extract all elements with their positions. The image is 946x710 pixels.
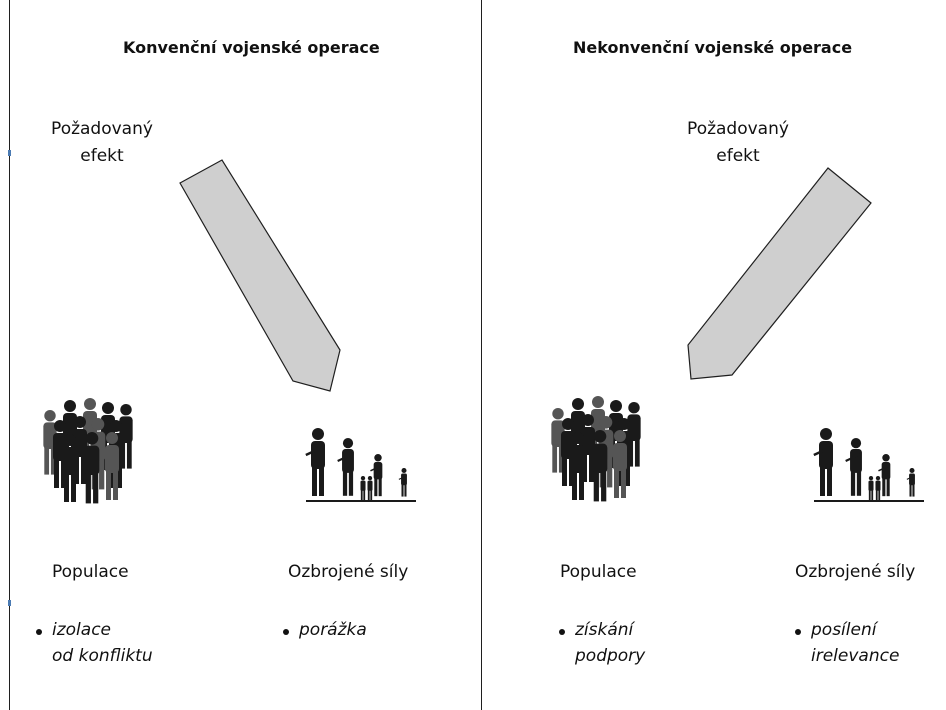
panel-divider: [481, 0, 482, 710]
armed-forces-label: Ozbrojené síly: [288, 562, 409, 582]
panel-title: Nekonvenční vojenské operace: [573, 38, 853, 57]
desired-effect-label: Požadovaný efekt: [687, 119, 789, 166]
desired-effect-label: Požadovaný efekt: [51, 119, 153, 166]
left-frame-line: [8, 0, 11, 710]
population-label: Populace: [52, 562, 129, 582]
population-label: Populace: [560, 562, 637, 582]
forces-effect: posílení irelevance: [795, 617, 899, 669]
panel-title: Konvenční vojenské operace: [123, 38, 380, 57]
bullet-icon: [795, 629, 801, 635]
bullet-icon: [559, 629, 565, 635]
population-effect: izolace od konfliktu: [36, 617, 153, 669]
population-effect: získání podpory: [559, 617, 645, 669]
forces-effect: porážka: [283, 617, 367, 643]
bullet-icon: [36, 629, 42, 635]
bullet-icon: [283, 629, 289, 635]
armed-forces-label: Ozbrojené síly: [795, 562, 916, 582]
